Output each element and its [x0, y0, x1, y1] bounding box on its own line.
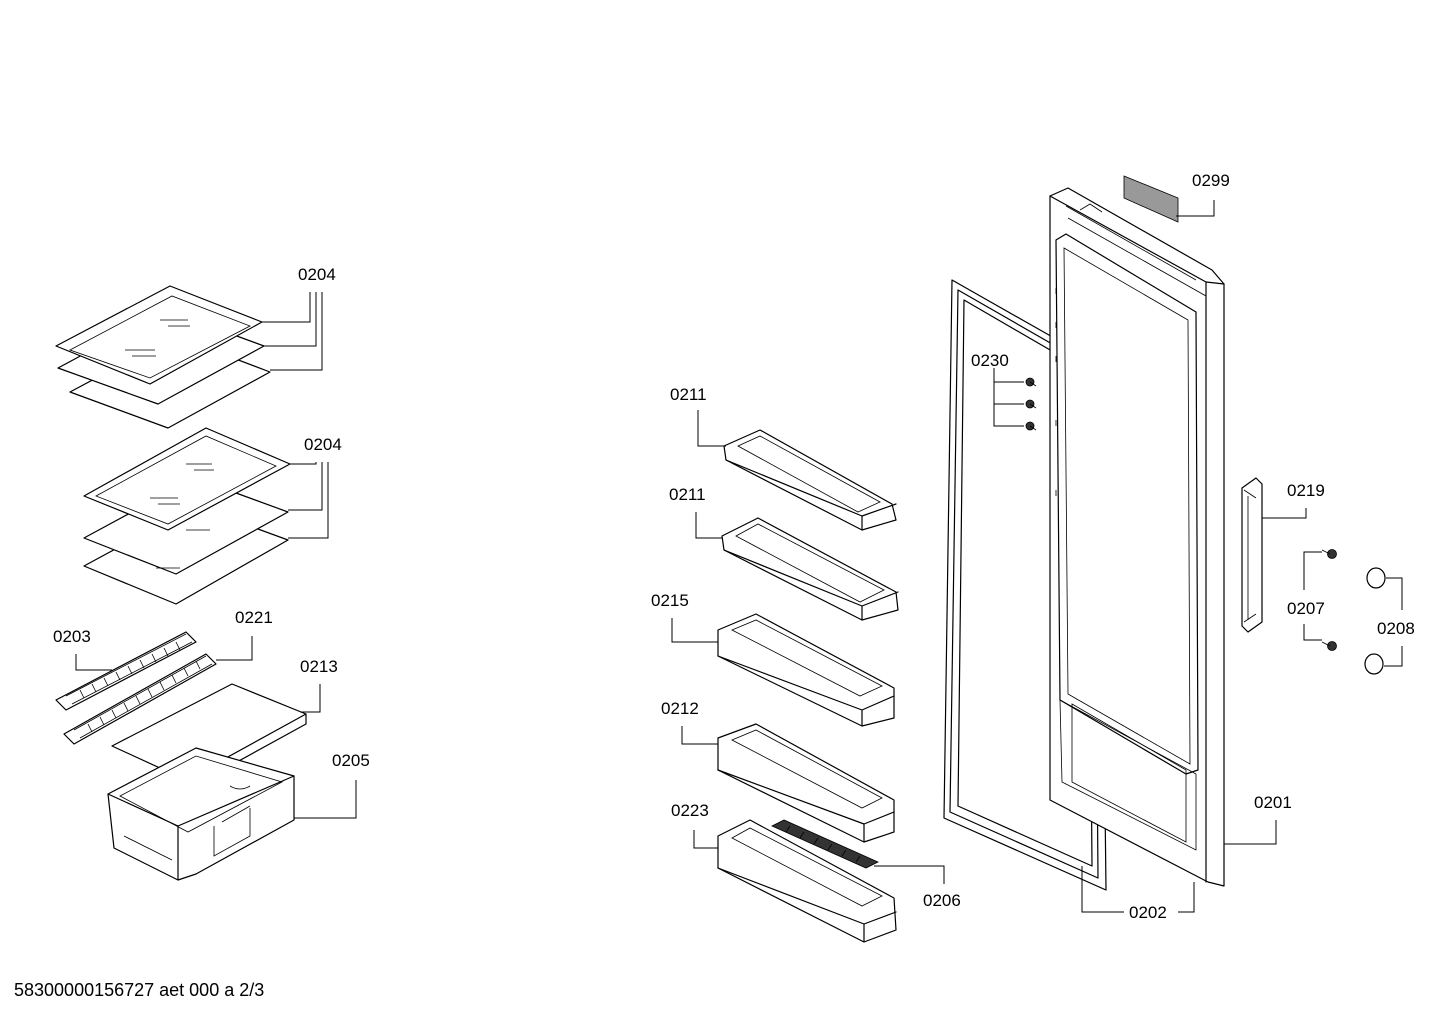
part-labels: 0299 0204 0204 0230 0211 0211 0219 0215 …	[53, 171, 1415, 922]
label-0211-top: 0211	[670, 385, 707, 404]
label-0203: 0203	[53, 627, 91, 646]
label-0202: 0202	[1129, 903, 1167, 922]
door-bin-0211-top	[723, 429, 897, 531]
label-0219: 0219	[1287, 481, 1325, 500]
caps-0208	[1364, 567, 1386, 675]
label-0230: 0230	[971, 351, 1009, 370]
label-0212: 0212	[661, 699, 699, 718]
label-0207: 0207	[1287, 599, 1325, 618]
label-0215: 0215	[651, 591, 689, 610]
glass-shelf-set-lower	[83, 427, 291, 605]
door-bin-0212	[717, 723, 895, 843]
label-0299: 0299	[1192, 171, 1230, 190]
nameplate-0299	[1123, 175, 1179, 223]
label-0221: 0221	[235, 608, 273, 627]
door-bin-0215	[717, 613, 895, 727]
label-0213: 0213	[300, 657, 338, 676]
screws-0207	[1321, 549, 1337, 651]
label-0208: 0208	[1377, 619, 1415, 638]
glass-shelf-set-upper	[55, 285, 271, 429]
document-footer-code: 58300000156727 aet 000 a 2/3	[14, 980, 265, 1000]
label-0205: 0205	[332, 751, 370, 770]
label-0223: 0223	[671, 801, 709, 820]
label-0204-upper: 0204	[298, 265, 336, 284]
egg-holder-0206	[771, 819, 879, 869]
label-0204-lower: 0204	[304, 435, 342, 454]
leader-lines	[75, 200, 1403, 913]
door-bin-0223	[717, 819, 897, 943]
label-0206: 0206	[923, 891, 961, 910]
holder-strip-0221	[63, 653, 217, 745]
door-handle-0219	[1241, 477, 1263, 633]
crisper-drawer-0205	[107, 747, 295, 881]
holder-strip-0203	[55, 631, 197, 711]
label-0211-second: 0211	[669, 485, 706, 504]
label-0201: 0201	[1254, 793, 1292, 812]
screws-0230	[1025, 377, 1037, 431]
door-bin-0211-second	[721, 517, 899, 621]
door-liner-0201	[1049, 187, 1225, 887]
